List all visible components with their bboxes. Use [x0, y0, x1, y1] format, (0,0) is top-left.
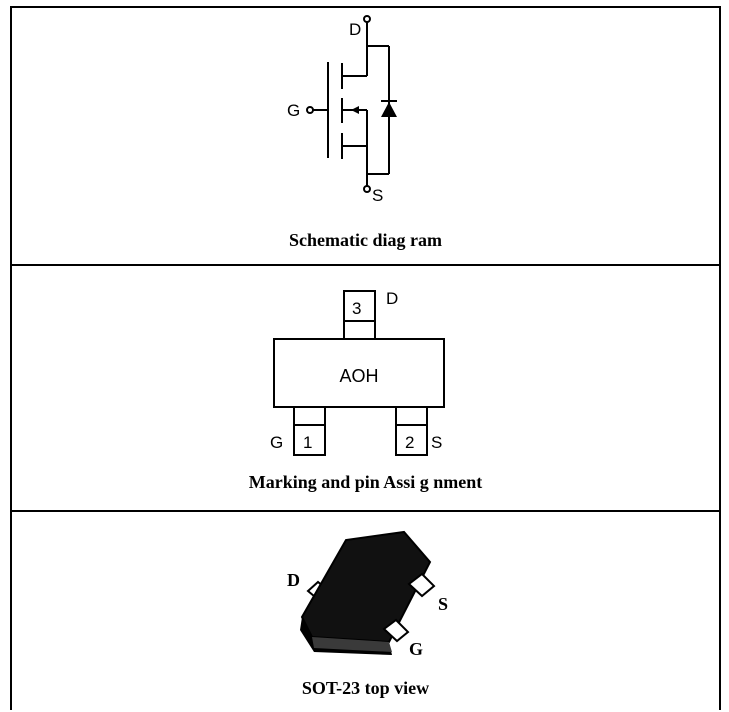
sot23-package-illustration: D S G: [287, 530, 448, 659]
body-arrow-icon: [351, 106, 359, 114]
marking-caption: Marking and pin Assi g nment: [248, 472, 483, 492]
pin-3-name: D: [386, 289, 398, 308]
source-label: S: [372, 186, 383, 205]
schematic-cell: D G S Schematic diag ram: [12, 8, 719, 266]
source-terminal: [363, 185, 371, 193]
pin-3-number: 3: [352, 299, 361, 318]
pin-2-name: S: [431, 433, 442, 452]
pin-2-number: 2: [405, 433, 414, 452]
pin-assignment-diagram: 3 D AOH 1 G 2 S: [270, 289, 445, 456]
diode-icon: [381, 102, 397, 117]
package-marking-text: AOH: [339, 366, 378, 386]
package-source-label: S: [438, 594, 448, 614]
package-drain-label: D: [287, 570, 300, 590]
pin-1-name: G: [270, 433, 283, 452]
package-view-caption: SOT-23 top view: [301, 678, 430, 698]
package-view-cell: D S G SOT-23 top view: [12, 512, 719, 712]
package-gate-label: G: [409, 639, 423, 659]
schematic-caption: Schematic diag ram: [289, 230, 442, 250]
mosfet-schematic: D G S: [287, 15, 397, 205]
marking-cell: 3 D AOH 1 G 2 S Marking and pin Assi g n…: [12, 266, 719, 512]
pin-1-number: 1: [303, 433, 312, 452]
gate-terminal: [306, 106, 314, 114]
drain-terminal: [363, 15, 371, 23]
package-body: [273, 338, 445, 408]
drain-label: D: [349, 20, 361, 39]
gate-label: G: [287, 101, 300, 120]
info-table: D G S Schematic diag ram 3 D AOH 1 G 2 S: [10, 6, 721, 710]
